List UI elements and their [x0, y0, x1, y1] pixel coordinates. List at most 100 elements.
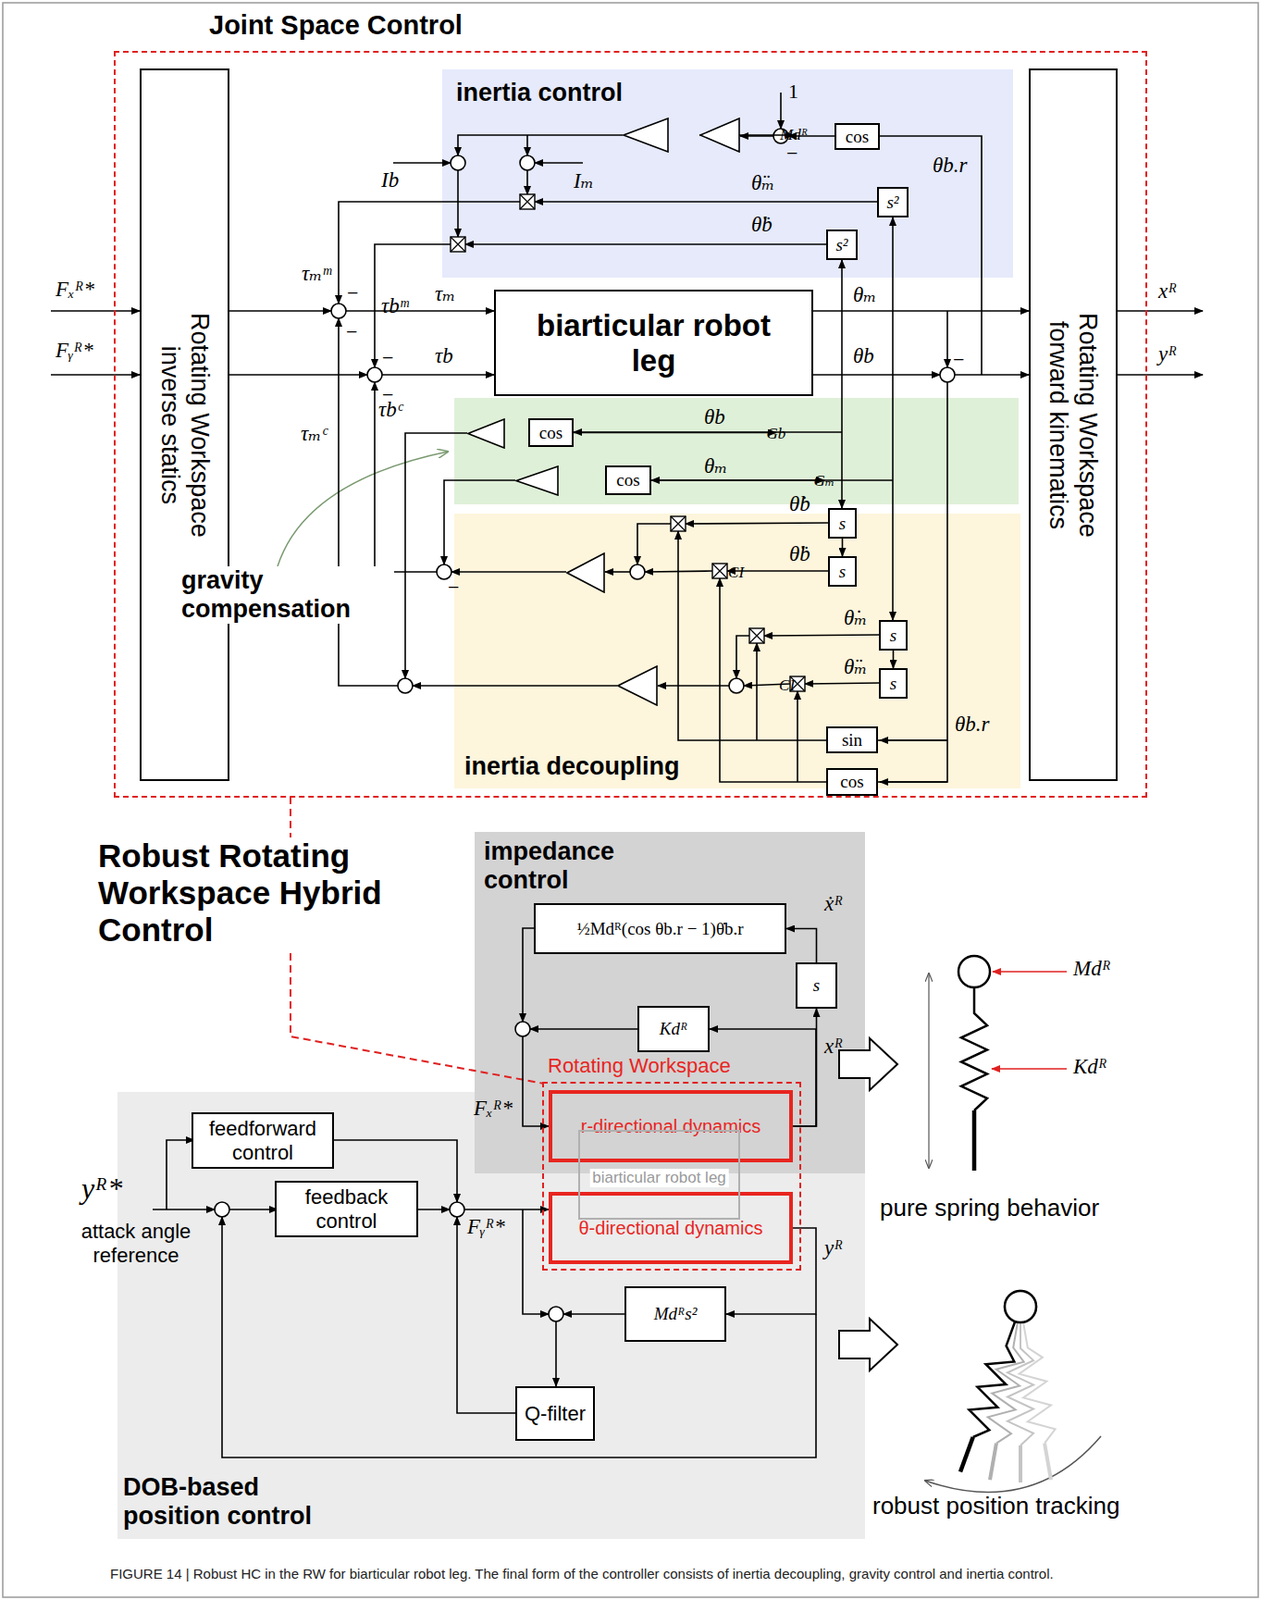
connector	[786, 928, 817, 964]
workspace-group: Rotating Workspacer-directional dynamics…	[543, 1083, 800, 1269]
signal-label: τₘ	[434, 281, 456, 307]
drawing-stroke	[548, 1306, 564, 1322]
process-box: Kdᴿ	[637, 1005, 710, 1052]
drawing-stroke	[450, 236, 466, 252]
process-box: s²	[877, 186, 909, 218]
signal-wire	[457, 1216, 516, 1413]
group-heading: DOB-based position control	[123, 1472, 346, 1531]
transform-block: Rotating Workspace inverse statics	[139, 68, 230, 781]
drawing-stroke	[618, 666, 657, 705]
signal-wire	[457, 135, 623, 156]
node-label: Rotating Workspace forward kinematics	[1043, 285, 1104, 564]
node-label: s²	[835, 234, 848, 256]
node-label: cos	[539, 422, 563, 444]
drawing-stroke	[1004, 1290, 1037, 1323]
drawing-stroke	[1004, 1290, 1037, 1323]
signal-wire	[229, 1208, 278, 1211]
drawing-stroke	[567, 553, 605, 593]
node-label: feedforward control	[193, 1116, 333, 1164]
connector	[792, 1008, 817, 1126]
drawing-stroke	[519, 194, 535, 210]
signal-wire	[393, 161, 451, 164]
signal-label: θₘ	[853, 282, 877, 308]
triangle-outline	[515, 465, 559, 496]
signal-wire	[879, 135, 982, 375]
sign-label: −	[786, 141, 798, 166]
drawing-stroke	[992, 970, 1067, 973]
signal-wire	[338, 201, 520, 304]
signal-label: θₘ	[704, 453, 728, 479]
node-label: cos	[616, 469, 640, 491]
signal-label: θb	[853, 344, 875, 369]
drawing-stroke	[630, 564, 645, 580]
drawing-stroke	[450, 236, 466, 252]
signal-wire	[522, 1209, 549, 1314]
gain-triangle: CI	[566, 552, 737, 594]
drawing-stroke	[442, 69, 1014, 278]
connector	[709, 1028, 816, 1126]
process-box: biarticular robot leg	[494, 289, 814, 396]
signal-label: yᴿ	[824, 1236, 843, 1261]
signal-label: Mdᴿ	[1073, 956, 1112, 981]
connector	[892, 650, 895, 668]
gain-triangle: Gb	[467, 418, 777, 449]
process-box: cos	[826, 767, 878, 796]
control-band: inertia controlMdᴿlcoss²s²	[442, 69, 1014, 278]
drawing-stroke	[515, 1021, 531, 1037]
drawing-stroke	[712, 563, 728, 579]
triangle-outline	[617, 665, 658, 706]
signal-wire	[969, 1321, 1016, 1437]
signal-wire	[764, 634, 879, 636]
signal-label: τbᵐ	[381, 294, 408, 319]
signal-wire	[804, 682, 879, 684]
drawing-stroke	[468, 419, 505, 448]
signal-wire	[879, 739, 948, 742]
process-box: s	[878, 619, 908, 651]
signal-label: τbᶜ	[378, 397, 403, 422]
signal-label: xᴿ	[1158, 279, 1177, 304]
transform-block: Rotating Workspace forward kinematics	[1028, 68, 1118, 781]
signal-wire	[946, 310, 949, 368]
note-label: pure spring behavior	[879, 1193, 1100, 1223]
signal-label: Fᵧᴿ*	[467, 1214, 506, 1239]
triangle-outline	[622, 117, 669, 153]
signal-wire	[1007, 1322, 1034, 1446]
signal-label: xᴿ	[824, 1034, 843, 1059]
signal-label: τₘᶜ	[300, 420, 327, 446]
signal-wire	[657, 684, 730, 687]
node-label: cos	[845, 126, 869, 148]
signal-label: Fᵧᴿ*	[55, 338, 94, 363]
drawing-stroke	[519, 155, 535, 171]
node-label: ½Mdᴿ(cos θb.r − 1)θ̇b.r	[576, 918, 743, 940]
node-label: feedback control	[276, 1185, 417, 1233]
drawing-stroke	[991, 1067, 1067, 1070]
connector	[813, 309, 1029, 312]
signal-wire	[166, 1139, 195, 1210]
signal-wire	[464, 1208, 549, 1211]
drawing-stroke	[454, 397, 1019, 505]
signal-wire	[755, 642, 758, 741]
process-box: feedback control	[274, 1180, 419, 1237]
node-label: Mdᴿ	[779, 125, 808, 145]
signal-wire	[840, 259, 843, 375]
dynamics-box: θ-directional dynamics	[548, 1191, 793, 1264]
signal-wire	[961, 987, 988, 1111]
drawing-stroke	[670, 516, 686, 532]
node-label: sin	[841, 729, 863, 751]
drawing-stroke	[449, 1201, 465, 1217]
signal-wire	[522, 1036, 549, 1126]
signal-label: yᴿ*	[81, 1171, 123, 1206]
node-label: Kdᴿ	[659, 1018, 688, 1039]
signal-wire	[534, 200, 878, 203]
signal-wire	[891, 310, 894, 620]
node-label: biarticular robot leg	[532, 308, 775, 379]
node-label: CI	[728, 563, 744, 582]
gain-triangle: Gₘ	[515, 465, 825, 496]
signal-wire	[877, 739, 948, 742]
process-box: sin	[826, 726, 878, 754]
signal-wire	[840, 374, 843, 508]
signal-wire	[1117, 309, 1203, 312]
process-box: cos	[605, 465, 652, 495]
signal-label: θ̇b	[789, 492, 811, 517]
signal-wire	[1117, 373, 1203, 376]
